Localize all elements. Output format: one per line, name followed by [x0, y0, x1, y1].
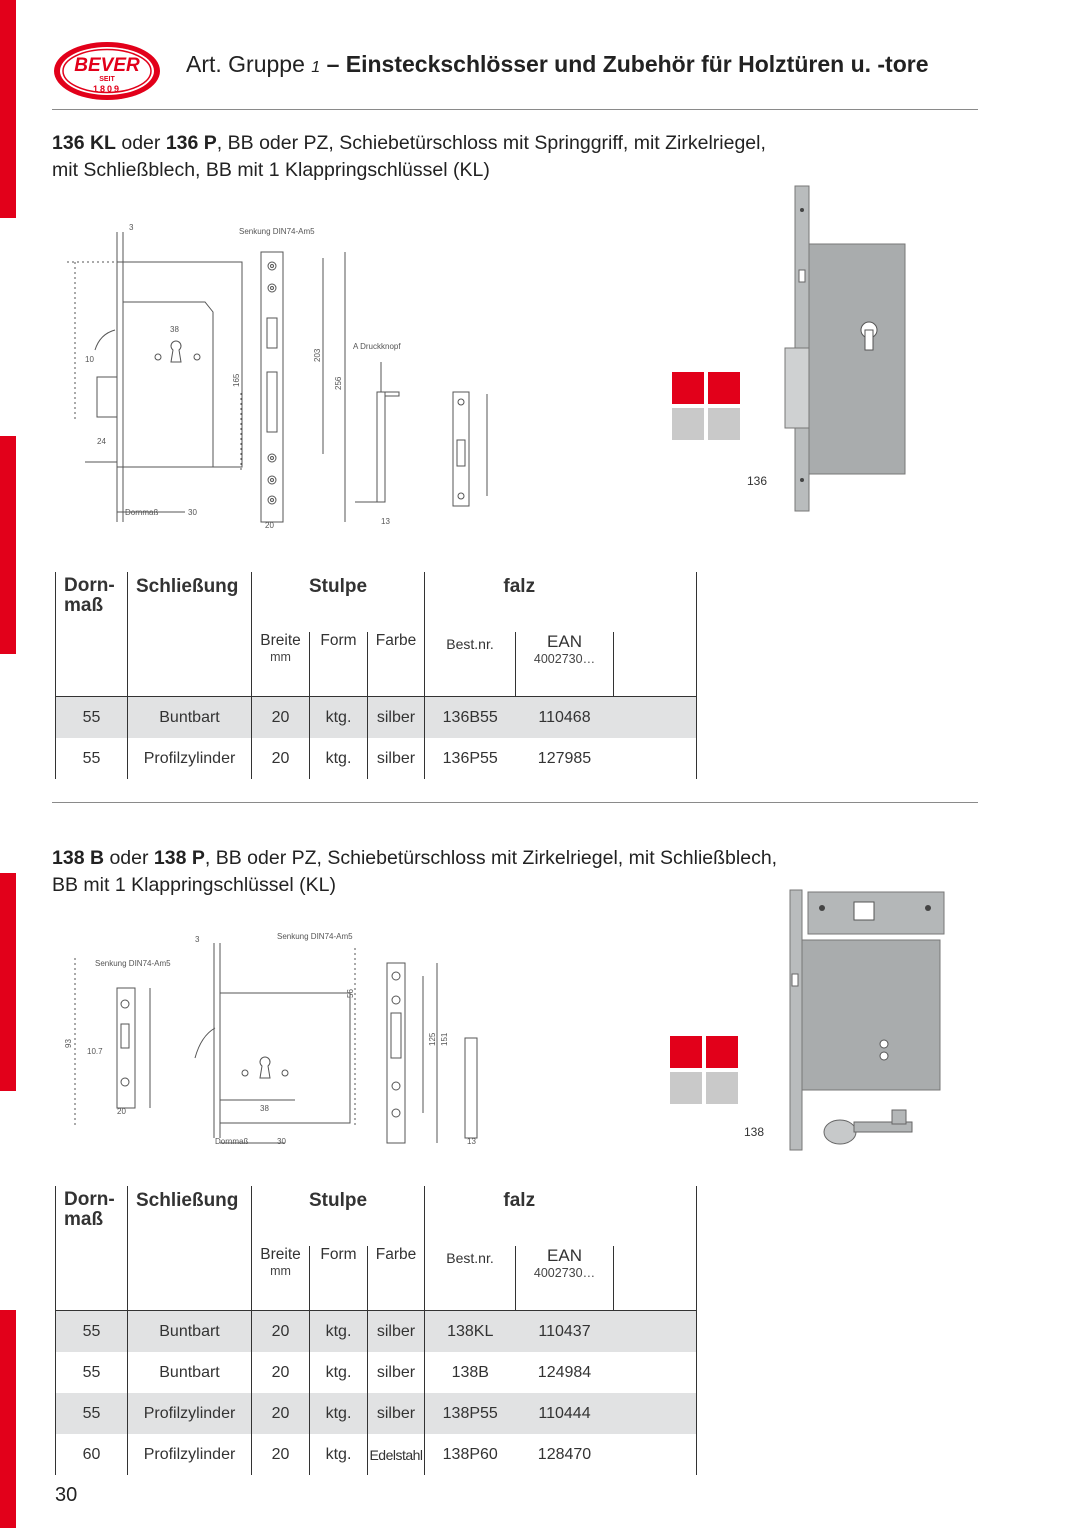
- section1-title-desc: , BB oder PZ, Schiebetürschloss mit Spri…: [216, 132, 766, 154]
- table-row: 55 Buntbart 20 ktg. silber 136B55 110468: [55, 696, 697, 738]
- s1-label-203: 203: [313, 348, 322, 362]
- section1-title-model2: 136 P: [165, 132, 217, 154]
- profile-cylinder-icon: [706, 1036, 738, 1068]
- logo-year: 1809: [93, 84, 121, 94]
- door-frame-icon: [672, 408, 704, 440]
- s2-label-30: 30: [277, 1137, 286, 1146]
- section2-technical-drawing: Senkung DIN74-Am5 Senkung DIN74-Am5 Dorn…: [64, 932, 478, 1146]
- s1-th-stulpe: Stulpe: [251, 572, 425, 632]
- section2-title-oder: oder: [104, 847, 154, 869]
- header-title: Einsteckschlösser und Zubehör für Holztü…: [345, 51, 929, 77]
- section1-title: 136 KL oder 136 P, BB oder PZ, Schiebetü…: [52, 130, 766, 184]
- table-row: 55 Buntbart 20 ktg. silber 138B 124984: [55, 1352, 697, 1393]
- s1-th-schliessung: Schließung: [127, 572, 252, 632]
- section2-title-line2: BB mit 1 Klappringschlüssel (KL): [52, 874, 336, 896]
- s2-label-20: 20: [117, 1107, 126, 1116]
- profile-cylinder-icon: [708, 372, 740, 404]
- header-group-no: 1: [311, 59, 321, 76]
- table-row: 55 Profilzylinder 20 ktg. silber 138P55 …: [55, 1393, 697, 1434]
- s1-label-165: 165: [232, 373, 241, 387]
- s2-th-form: Form: [309, 1246, 368, 1311]
- section2-product-photo: 138: [744, 889, 945, 1151]
- header-prefix: Art. Gruppe: [186, 51, 305, 77]
- s1-th-dornmass: Dorn- maß: [55, 572, 128, 632]
- s2-label-senkung2: Senkung DIN74-Am5: [95, 959, 171, 968]
- s1-label-10: 10: [85, 355, 94, 364]
- header-rule: [52, 109, 978, 110]
- s1-label-20: 20: [265, 521, 274, 530]
- s2-label-93: 93: [64, 1039, 73, 1048]
- s1-label-13: 13: [381, 517, 390, 526]
- s2-th-falz: falz: [424, 1186, 614, 1246]
- s1-label-druckknopf: A Druckknopf: [353, 342, 401, 351]
- section1-title-oder: oder: [115, 132, 166, 154]
- page-header: Art. Gruppe 1 – Einsteckschlösser und Zu…: [186, 51, 929, 78]
- logo-name: BEVER: [74, 55, 140, 76]
- s2-label-107: 10.7: [87, 1047, 103, 1056]
- side-tab-2: [0, 436, 16, 654]
- s2-th-stulpe: Stulpe: [251, 1186, 425, 1246]
- s2-label-38: 38: [260, 1104, 269, 1113]
- section2-photo-caption: 138: [744, 1125, 764, 1139]
- logo-seit: SEIT: [99, 76, 115, 83]
- s1-label-senkung: Senkung DIN74-Am5: [239, 227, 315, 236]
- page-number: 30: [55, 1484, 78, 1506]
- section2-title-model2: 138 P: [153, 847, 205, 869]
- section1-title-line2: mit Schließblech, BB mit 1 Klappringschl…: [52, 159, 490, 181]
- s2-label-senkung: Senkung DIN74-Am5: [277, 932, 353, 941]
- s2-th-farbe: Farbe: [367, 1246, 425, 1311]
- section2-title: 138 B oder 138 P, BB oder PZ, Schiebetür…: [52, 845, 777, 899]
- section1-title-model1: 136 KL: [52, 132, 116, 154]
- side-tab-1: [0, 0, 16, 218]
- s2-th-schliessung: Schließung: [127, 1186, 252, 1246]
- table-row: 60 Profilzylinder 20 ktg. Edelstahl 138P…: [55, 1434, 697, 1475]
- section1-product-photo: 136: [747, 185, 906, 512]
- s2-label-13: 13: [467, 1137, 476, 1146]
- s1-label-38: 38: [170, 325, 179, 334]
- section2-title-desc: , BB oder PZ, Schiebetürschloss mit Zirk…: [204, 847, 778, 869]
- door-frame-icon: [670, 1072, 702, 1104]
- table-row: 55 Buntbart 20 ktg. silber 138KL 110437: [55, 1310, 697, 1352]
- buntbart-key-icon: [670, 1036, 702, 1068]
- s2-th-dornmass: Dorn- maß: [55, 1186, 128, 1246]
- s1-th-form: Form: [309, 632, 368, 697]
- s2-label-dornmass: Dornmaß: [215, 1137, 248, 1146]
- side-tab-3: [0, 873, 16, 1091]
- s1-th-farbe: Farbe: [367, 632, 425, 697]
- section2-title-model1: 138 B: [52, 847, 105, 869]
- s2-label-56: 56: [346, 989, 355, 998]
- section-divider: [52, 802, 978, 803]
- section1-photo-caption: 136: [747, 474, 767, 488]
- s1-th-falz: falz: [424, 572, 614, 632]
- bever-logo: BEVER SEIT 1809: [54, 42, 160, 100]
- s1-th-bestnr: Best.nr.: [424, 632, 516, 697]
- side-tab-4: [0, 1310, 16, 1528]
- s1-label-256: 256: [334, 376, 343, 390]
- table-row: 55 Profilzylinder 20 ktg. silber 136P55 …: [55, 738, 697, 779]
- s1-label-3: 3: [129, 223, 134, 232]
- s2-label-3: 3: [195, 935, 200, 944]
- square-lock-icon: [708, 408, 740, 440]
- buntbart-key-icon: [672, 372, 704, 404]
- s1-label-dornmass: Dornmaß: [125, 508, 158, 517]
- section1-technical-drawing: Senkung DIN74-Am5 A Druckknopf Dornmaß 3…: [67, 223, 488, 530]
- section2-function-icons: [670, 1036, 740, 1106]
- s1-label-24: 24: [97, 437, 106, 446]
- square-lock-icon: [706, 1072, 738, 1104]
- header-dash: –: [326, 51, 340, 77]
- s1-label-30: 30: [188, 508, 197, 517]
- s2-th-bestnr: Best.nr.: [424, 1246, 516, 1311]
- s2-label-125: 125: [428, 1032, 437, 1046]
- s2-label-151: 151: [440, 1032, 449, 1046]
- section1-function-icons: [672, 372, 742, 442]
